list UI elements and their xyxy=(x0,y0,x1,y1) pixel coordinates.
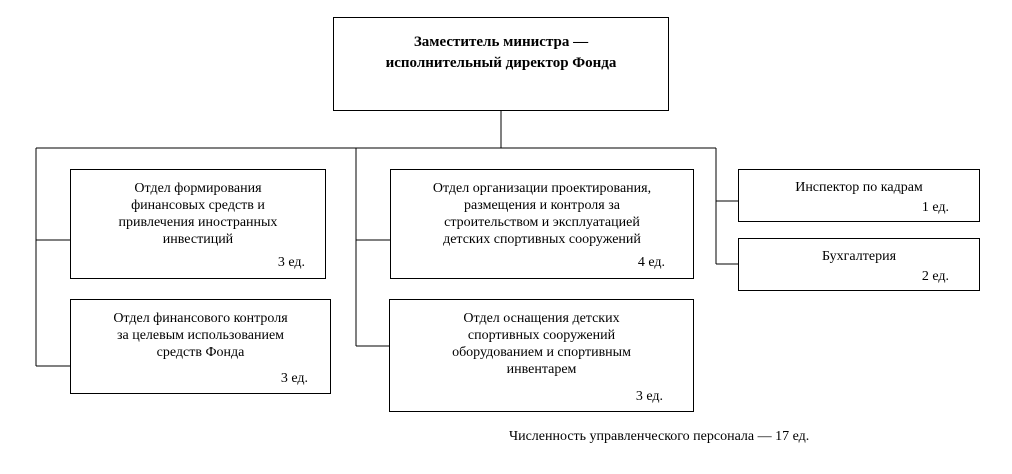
department-box-accounting: Бухгалтерия 2 ед. xyxy=(738,238,980,291)
department-title: Отдел оснащения детских спортивных соору… xyxy=(452,311,631,377)
head-title: Заместитель министра — исполнительный ди… xyxy=(385,34,617,71)
department-box-financial-control: Отдел финансового контроля за целевым ис… xyxy=(70,299,331,394)
head-box: Заместитель министра — исполнительный ди… xyxy=(333,17,669,111)
department-title: Отдел формирования финансовых средств и … xyxy=(118,181,278,247)
department-staff-count: 4 ед. xyxy=(637,255,665,270)
department-title: Инспектор по кадрам xyxy=(795,180,923,195)
department-title: Отдел финансового контроля за целевым ис… xyxy=(113,311,288,360)
department-box-equipment: Отдел оснащения детских спортивных соору… xyxy=(389,299,694,412)
department-box-fundraising: Отдел формирования финансовых средств и … xyxy=(70,169,326,279)
department-staff-count: 3 ед. xyxy=(277,255,305,270)
department-staff-count: 3 ед. xyxy=(635,389,663,404)
department-box-design-construction: Отдел организации проектирования, размещ… xyxy=(390,169,694,279)
department-box-hr-inspector: Инспектор по кадрам 1 ед. xyxy=(738,169,980,222)
department-title: Бухгалтерия xyxy=(821,249,897,264)
total-staff-note: Численность управленческого персонала — … xyxy=(509,429,810,444)
department-staff-count: 3 ед. xyxy=(280,371,308,386)
department-title: Отдел организации проектирования, размещ… xyxy=(432,181,652,247)
department-staff-count: 1 ед. xyxy=(921,200,949,215)
department-staff-count: 2 ед. xyxy=(921,269,949,284)
